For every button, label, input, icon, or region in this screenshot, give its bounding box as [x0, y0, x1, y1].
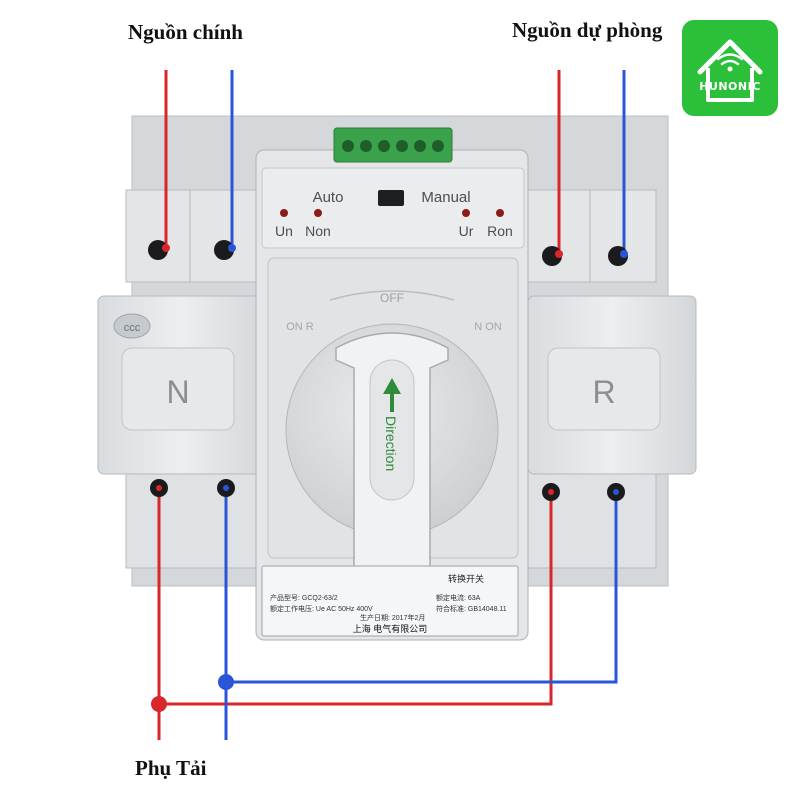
nameplate-voltage: 额定工作电压: Ue AC 50Hz 400V [270, 604, 373, 613]
terminal-block-bottom-right [525, 467, 657, 569]
indicator-ron-label: Ron [487, 223, 513, 239]
nameplate: 转换开关 产品型号: GCQ2-63/2 额定工作电压: Ue AC 50Hz … [261, 565, 519, 637]
indicator-non-label: Non [305, 223, 331, 239]
terminal-block-top-1 [125, 189, 193, 283]
hunonic-logo: HUNONIC [682, 20, 778, 116]
nameplate-company: 上海 电气有限公司 [353, 623, 428, 634]
side-label-n: N [166, 374, 189, 410]
side-n-window [121, 347, 235, 431]
nameplate-title: 转换开关 [448, 573, 484, 584]
nameplate-model: 产品型号: GCQ2-63/2 [270, 593, 338, 602]
main-source-label: Nguồn chính [128, 20, 243, 44]
backup-source-label: Nguồn dự phòng [512, 18, 663, 42]
knob-right-marks: N ON [474, 321, 502, 333]
auto-manual-switch[interactable] [378, 190, 404, 206]
terminal-screws-top [148, 240, 628, 266]
load-neutral-junction [218, 674, 234, 690]
indicator-non-lamp [314, 209, 322, 217]
mode-auto-label: Auto [313, 189, 344, 206]
terminal-screws-bottom [150, 479, 625, 501]
logo-text: HUNONIC [699, 80, 761, 93]
knob-off-label: OFF [380, 291, 404, 305]
load-neutral-wire [224, 488, 618, 684]
terminal-block-bottom-left [125, 467, 257, 569]
load-live-wire [157, 488, 553, 706]
nameplate-current: 额定电流: 63A [436, 593, 481, 602]
rotary-handle[interactable] [335, 332, 449, 591]
side-label-r: R [592, 374, 615, 410]
load-live-junction [151, 696, 167, 712]
side-r-window [547, 347, 661, 431]
indicator-un-label: Un [275, 223, 293, 239]
green-control-connector [333, 127, 453, 163]
house-wifi-icon [697, 39, 763, 102]
knob-left-marks: ON R [286, 321, 314, 333]
indicator-un-lamp [280, 209, 288, 217]
load-label: Phụ Tải [135, 756, 207, 780]
indicator-ron-lamp [496, 209, 504, 217]
svg-text:ccc: ccc [124, 322, 141, 334]
ccc-mark-icon: ccc [113, 313, 151, 339]
wiring [157, 70, 626, 740]
indicator-panel [261, 167, 525, 249]
direction-arrow-icon [383, 378, 401, 412]
terminal-block-top-2 [189, 189, 257, 283]
knob-direction-label: Direction [383, 416, 399, 471]
nameplate-date: 生产日期: 2017年2月 [360, 613, 425, 622]
mode-manual-label: Manual [421, 189, 470, 206]
nameplate-standard: 符合标准: GB14048.11 [436, 604, 507, 613]
indicator-ur-lamp [462, 209, 470, 217]
indicator-ur-label: Ur [459, 223, 474, 239]
